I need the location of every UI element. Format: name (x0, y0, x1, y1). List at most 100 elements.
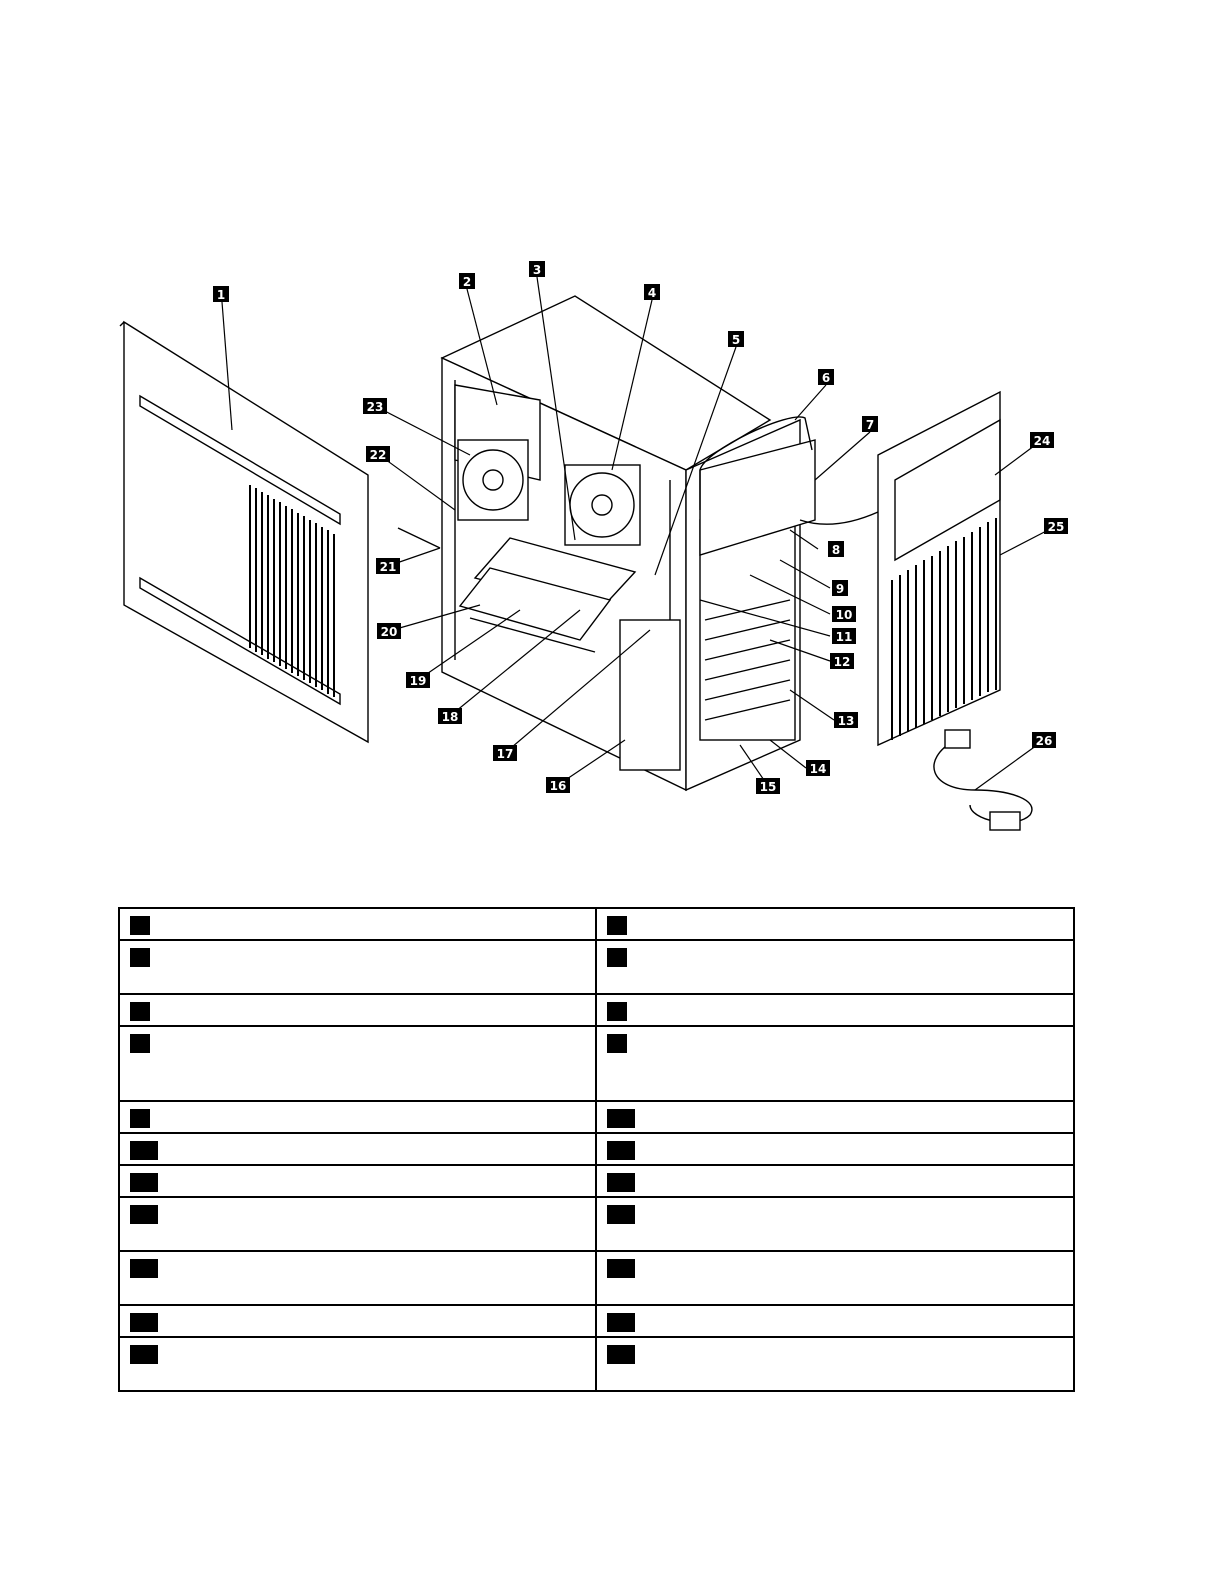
callout-number-box (607, 948, 627, 967)
svg-text:23: 23 (367, 400, 384, 414)
callout-3: 3 (529, 261, 545, 277)
svg-text:24: 24 (1034, 434, 1051, 448)
svg-text:3: 3 (533, 263, 541, 277)
table-cell (595, 1132, 1075, 1166)
callout-11: 11 (832, 628, 856, 644)
callout-10: 10 (832, 606, 856, 622)
callout-7: 7 (862, 416, 878, 432)
callout-25: 25 (1044, 518, 1068, 534)
callout-15: 15 (756, 778, 780, 794)
callout-9: 9 (832, 580, 848, 596)
callout-number-box (130, 948, 150, 967)
table-cell (595, 907, 1075, 941)
power-cord (933, 729, 1033, 831)
svg-text:9: 9 (836, 582, 844, 596)
table-row (118, 1100, 1075, 1134)
table-cell (118, 1100, 597, 1134)
svg-text:15: 15 (760, 780, 777, 794)
svg-text:7: 7 (866, 418, 874, 432)
table-cell (118, 939, 597, 995)
table-row (118, 993, 1075, 1027)
table-cell (118, 1336, 597, 1392)
table-cell (118, 1025, 597, 1102)
callout-number-box (607, 1034, 627, 1053)
svg-text:18: 18 (442, 710, 459, 724)
callout-23: 23 (363, 398, 387, 414)
table-cell (595, 1196, 1075, 1252)
callout-2: 2 (459, 273, 475, 289)
svg-text:22: 22 (370, 448, 387, 462)
side-cover (119, 320, 369, 744)
table-cell (118, 1304, 597, 1338)
callout-number-box (607, 1002, 627, 1021)
table-row (118, 1250, 1075, 1306)
table-cell (118, 1132, 597, 1166)
callout-26: 26 (1032, 732, 1056, 748)
callout-8: 8 (828, 541, 844, 557)
table-cell (118, 1196, 597, 1252)
table-cell (118, 993, 597, 1027)
callout-24: 24 (1030, 432, 1054, 448)
callout-number-box (607, 1313, 635, 1332)
svg-text:1: 1 (217, 288, 225, 302)
callout-19: 19 (406, 672, 430, 688)
callout-number-box (130, 1034, 150, 1053)
table-row (118, 907, 1075, 941)
callout-17: 17 (493, 745, 517, 761)
table-cell (595, 1336, 1075, 1392)
callout-number-box (130, 1259, 158, 1278)
table-cell (595, 1250, 1075, 1306)
table-row (118, 1336, 1075, 1392)
svg-text:17: 17 (497, 747, 514, 761)
callout-number-box (130, 1002, 150, 1021)
table-row (118, 939, 1075, 995)
svg-text:12: 12 (834, 655, 851, 669)
svg-text:6: 6 (822, 371, 830, 385)
table-cell (595, 1025, 1075, 1102)
callout-number-box (130, 1205, 158, 1224)
svg-text:8: 8 (832, 543, 840, 557)
svg-text:11: 11 (836, 630, 853, 644)
svg-text:16: 16 (550, 779, 567, 793)
callout-number-box (130, 1109, 150, 1128)
table-cell (595, 939, 1075, 995)
callout-1: 1 (213, 286, 229, 302)
table-cell (118, 907, 597, 941)
table-cell (118, 1164, 597, 1198)
callout-20: 20 (377, 623, 401, 639)
svg-text:25: 25 (1048, 520, 1065, 534)
leader-lines (221, 276, 1057, 791)
callout-13: 13 (834, 712, 858, 728)
svg-text:2: 2 (463, 275, 471, 289)
callout-labels: 1 2 3 4 5 6 7 8 9 10 11 12 13 14 15 16 1… (213, 261, 1068, 794)
parts-list-table (118, 907, 1075, 1392)
svg-text:14: 14 (810, 762, 827, 776)
table-row (118, 1304, 1075, 1338)
callout-21: 21 (376, 558, 400, 574)
table-cell (595, 1100, 1075, 1134)
callout-number-box (607, 1259, 635, 1278)
callout-12: 12 (830, 653, 854, 669)
table-cell (595, 1164, 1075, 1198)
svg-text:13: 13 (838, 714, 855, 728)
callout-5: 5 (728, 331, 744, 347)
svg-text:10: 10 (836, 608, 853, 622)
table-cell (595, 1304, 1075, 1338)
callout-number-box (607, 1205, 635, 1224)
callout-number-box (130, 1313, 158, 1332)
table-cell (595, 993, 1075, 1027)
callout-number-box (130, 1141, 158, 1160)
callout-number-box (607, 916, 627, 935)
callout-6: 6 (818, 369, 834, 385)
svg-text:19: 19 (410, 674, 427, 688)
table-row (118, 1196, 1075, 1252)
callout-16: 16 (546, 777, 570, 793)
svg-text:5: 5 (732, 333, 740, 347)
svg-text:4: 4 (648, 286, 656, 300)
table-row (118, 1025, 1075, 1102)
callout-number-box (607, 1173, 635, 1192)
callout-number-box (607, 1141, 635, 1160)
chassis (397, 295, 879, 792)
exploded-view-diagram: 1 2 3 4 5 6 7 8 9 10 11 12 13 14 15 16 1… (119, 261, 1068, 831)
callout-4: 4 (644, 284, 660, 300)
